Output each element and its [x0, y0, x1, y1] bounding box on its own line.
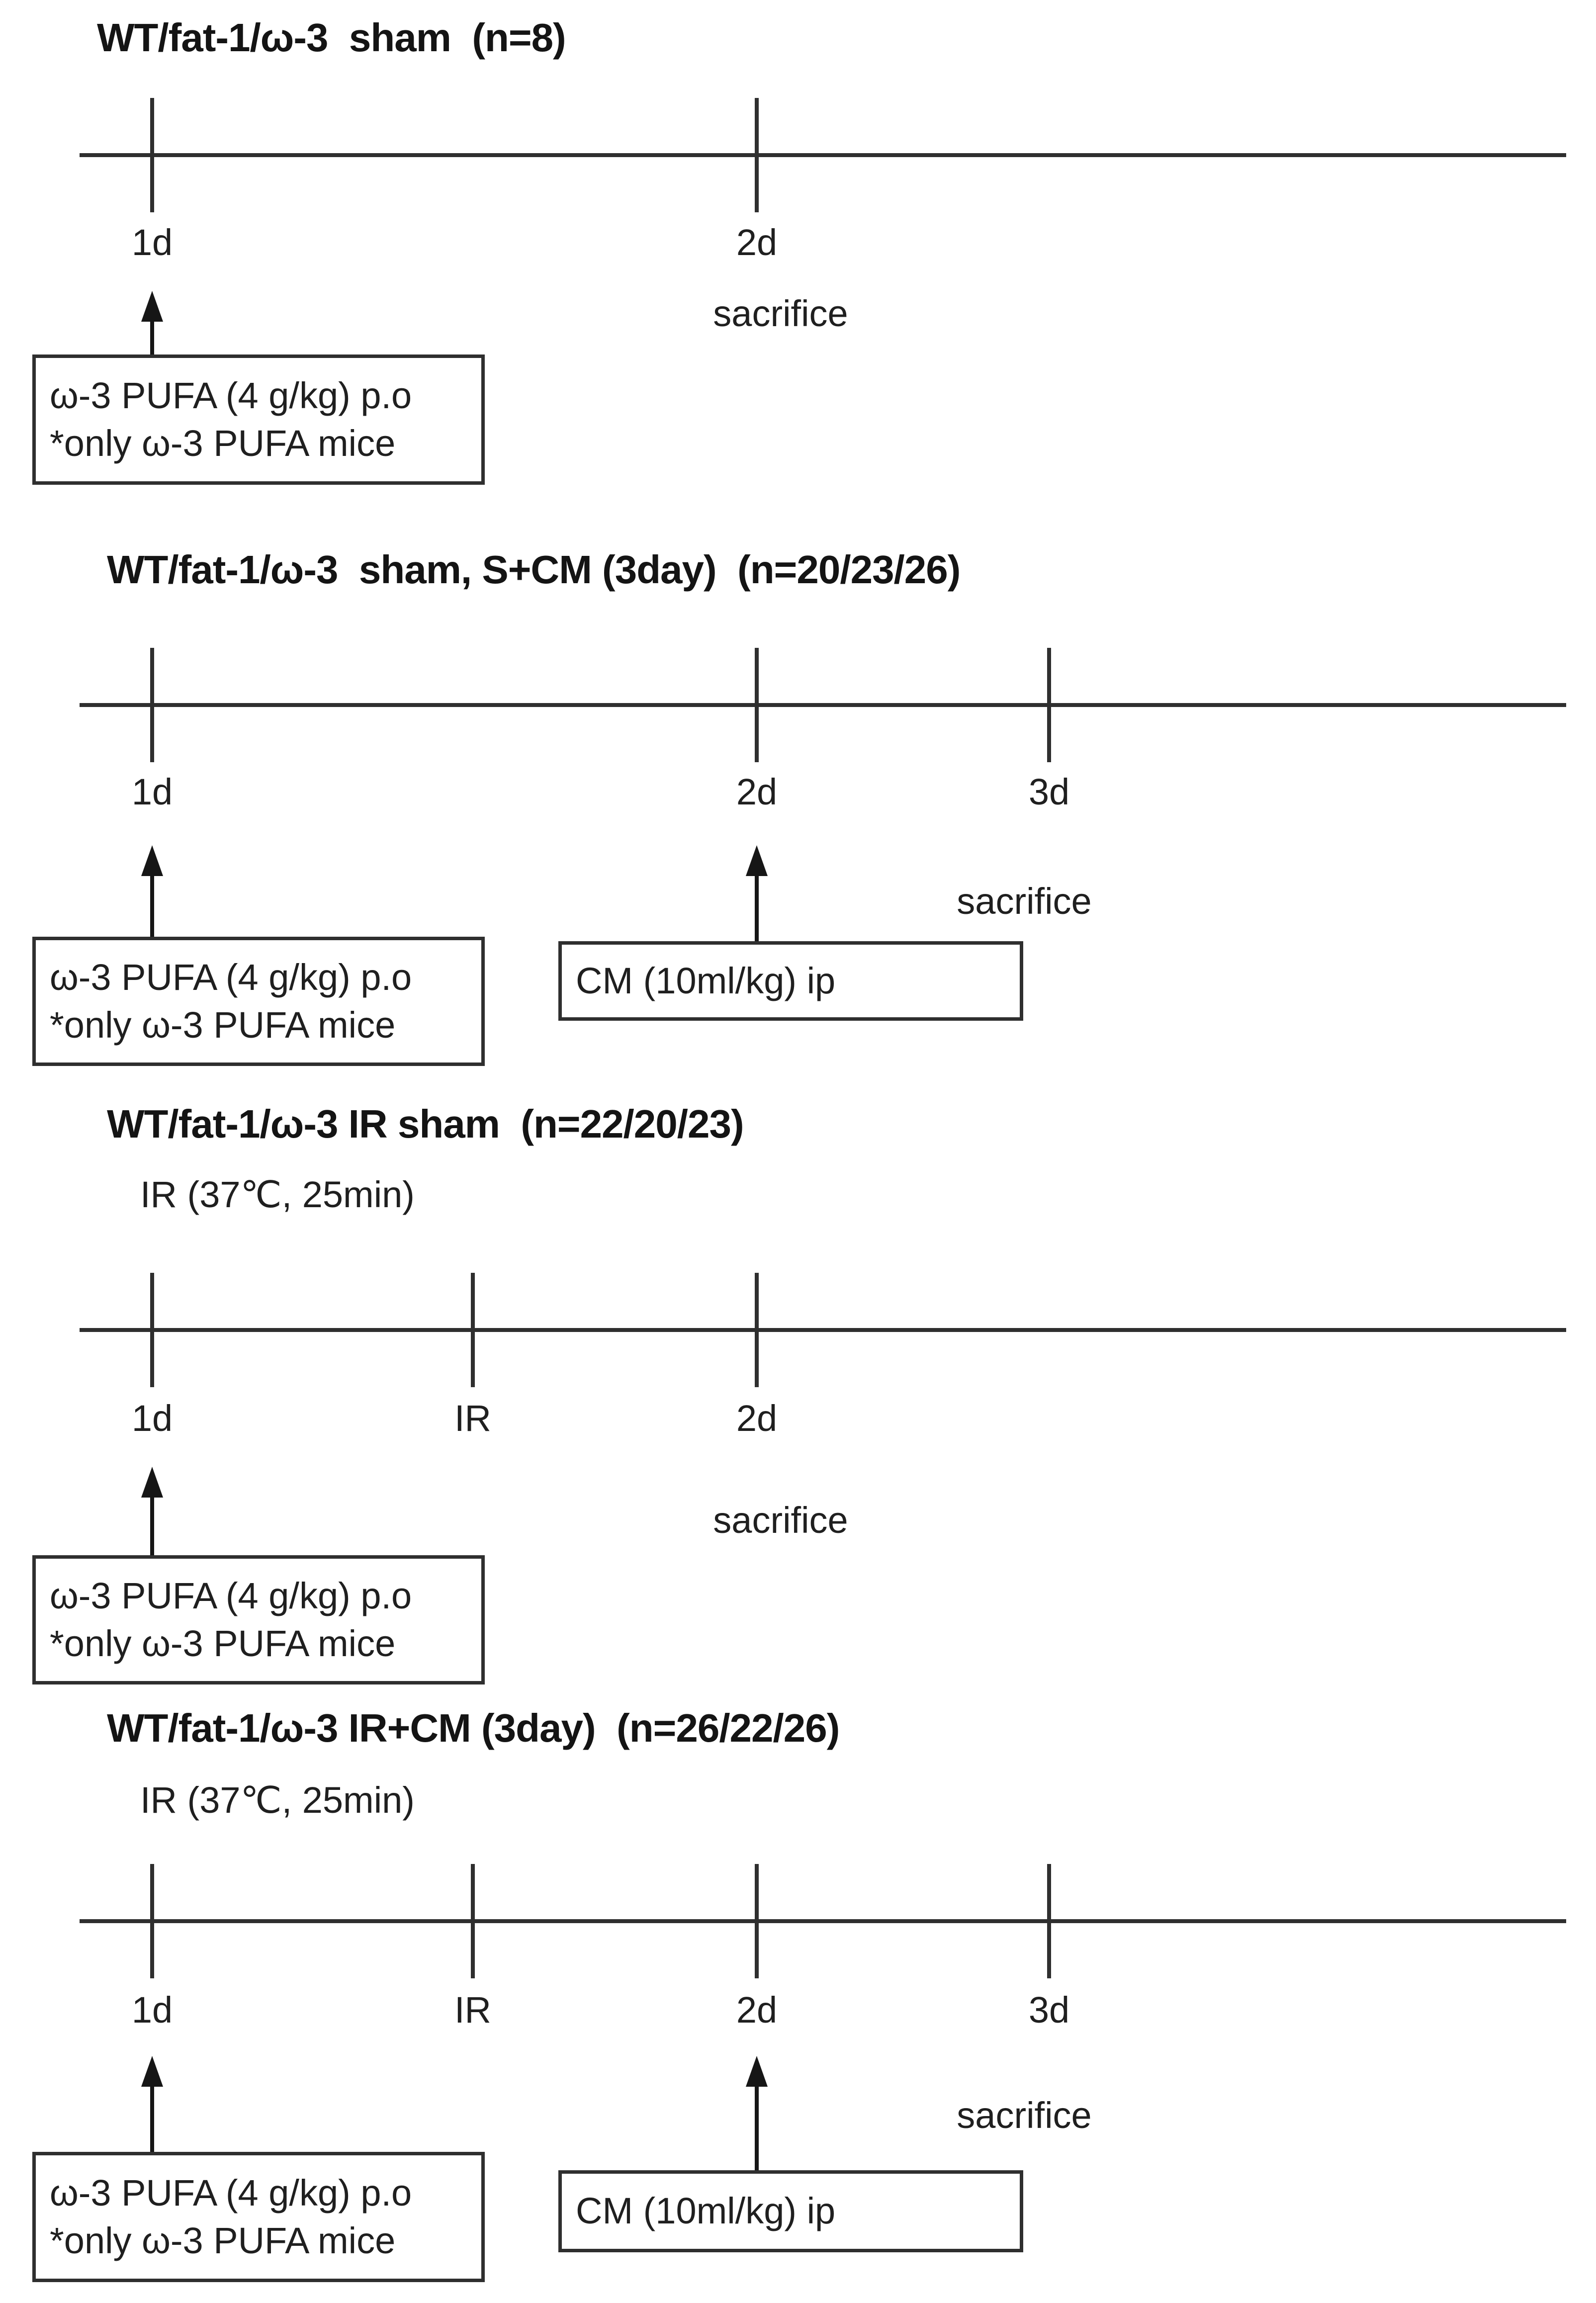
treatment-box-line: *only ω-3 PUFA mice — [50, 423, 396, 464]
tick-label: 3d — [1028, 1989, 1070, 2031]
tick-mark — [755, 648, 759, 762]
up-arrow — [141, 845, 163, 937]
treatment-box-line: CM (10ml/kg) ip — [576, 960, 836, 1001]
timeline-axis — [80, 1919, 1566, 1923]
treatment-box: ω-3 PUFA (4 g/kg) p.o *only ω-3 PUFA mic… — [32, 937, 485, 1066]
arrowhead-icon — [141, 845, 163, 876]
sacrifice-label: sacrifice — [957, 2095, 1092, 2136]
up-arrow — [141, 2056, 163, 2152]
treatment-box-line: CM (10ml/kg) ip — [576, 2190, 836, 2232]
up-arrow — [141, 291, 163, 355]
tick-label: 1d — [131, 1398, 173, 1439]
arrow-shaft — [150, 2087, 154, 2152]
ir-condition-label: IR (37℃, 25min) — [140, 1779, 415, 1821]
treatment-box: CM (10ml/kg) ip — [558, 941, 1023, 1021]
arrowhead-icon — [141, 291, 163, 322]
tick-mark — [150, 98, 154, 212]
sacrifice-label: sacrifice — [957, 881, 1092, 922]
up-arrow — [746, 845, 768, 941]
timeline-axis — [80, 703, 1566, 707]
tick-mark — [755, 1273, 759, 1387]
arrowhead-icon — [141, 1467, 163, 1498]
sacrifice-label: sacrifice — [713, 293, 848, 334]
tick-mark — [150, 1273, 154, 1387]
treatment-box-line: ω-3 PUFA (4 g/kg) p.o — [50, 1575, 412, 1616]
tick-mark — [471, 1273, 475, 1387]
tick-mark — [150, 1864, 154, 1978]
treatment-box: ω-3 PUFA (4 g/kg) p.o *only ω-3 PUFA mic… — [32, 354, 485, 485]
tick-mark — [755, 98, 759, 212]
arrowhead-icon — [141, 2056, 163, 2087]
panel-title: WT/fat-1/ω-3 sham (n=8) — [97, 15, 566, 60]
tick-label: 1d — [131, 222, 173, 263]
treatment-box: ω-3 PUFA (4 g/kg) p.o *only ω-3 PUFA mic… — [32, 1555, 485, 1684]
timeline-axis — [80, 1328, 1566, 1332]
up-arrow — [746, 2056, 768, 2170]
arrow-shaft — [150, 876, 154, 937]
treatment-box-line: ω-3 PUFA (4 g/kg) p.o — [50, 374, 412, 416]
timeline-axis — [80, 153, 1566, 157]
arrow-shaft — [150, 1498, 154, 1555]
tick-label: 2d — [736, 1398, 778, 1439]
treatment-box: ω-3 PUFA (4 g/kg) p.o *only ω-3 PUFA mic… — [32, 2152, 485, 2282]
treatment-box-line: *only ω-3 PUFA mice — [50, 1004, 396, 1046]
treatment-box-line: ω-3 PUFA (4 g/kg) p.o — [50, 956, 412, 998]
tick-label: 2d — [736, 771, 778, 812]
ir-condition-label: IR (37℃, 25min) — [140, 1174, 415, 1215]
panel-title: WT/fat-1/ω-3 sham, S+CM (3day) (n=20/23/… — [107, 547, 961, 592]
treatment-box: CM (10ml/kg) ip — [558, 2170, 1023, 2252]
tick-mark — [471, 1864, 475, 1978]
arrowhead-icon — [746, 845, 768, 876]
arrow-shaft — [150, 322, 154, 355]
tick-label: 3d — [1028, 771, 1070, 812]
tick-label: 1d — [131, 771, 173, 812]
arrow-shaft — [755, 876, 759, 941]
tick-label: 2d — [736, 1989, 778, 2031]
tick-mark — [1047, 1864, 1051, 1978]
arrow-shaft — [755, 2087, 759, 2170]
tick-label: IR — [454, 1989, 491, 2031]
tick-mark — [1047, 648, 1051, 762]
tick-mark — [150, 648, 154, 762]
treatment-box-line: *only ω-3 PUFA mice — [50, 1623, 396, 1664]
up-arrow — [141, 1467, 163, 1555]
tick-label: 1d — [131, 1989, 173, 2031]
panel-title: WT/fat-1/ω-3 IR sham (n=22/20/23) — [107, 1102, 744, 1146]
tick-mark — [755, 1864, 759, 1978]
arrowhead-icon — [746, 2056, 768, 2087]
sacrifice-label: sacrifice — [713, 1500, 848, 1541]
treatment-box-line: *only ω-3 PUFA mice — [50, 2220, 396, 2261]
tick-label: IR — [454, 1398, 491, 1439]
treatment-box-line: ω-3 PUFA (4 g/kg) p.o — [50, 2172, 412, 2214]
tick-label: 2d — [736, 222, 778, 263]
panel-title: WT/fat-1/ω-3 IR+CM (3day) (n=26/22/26) — [107, 1706, 840, 1750]
